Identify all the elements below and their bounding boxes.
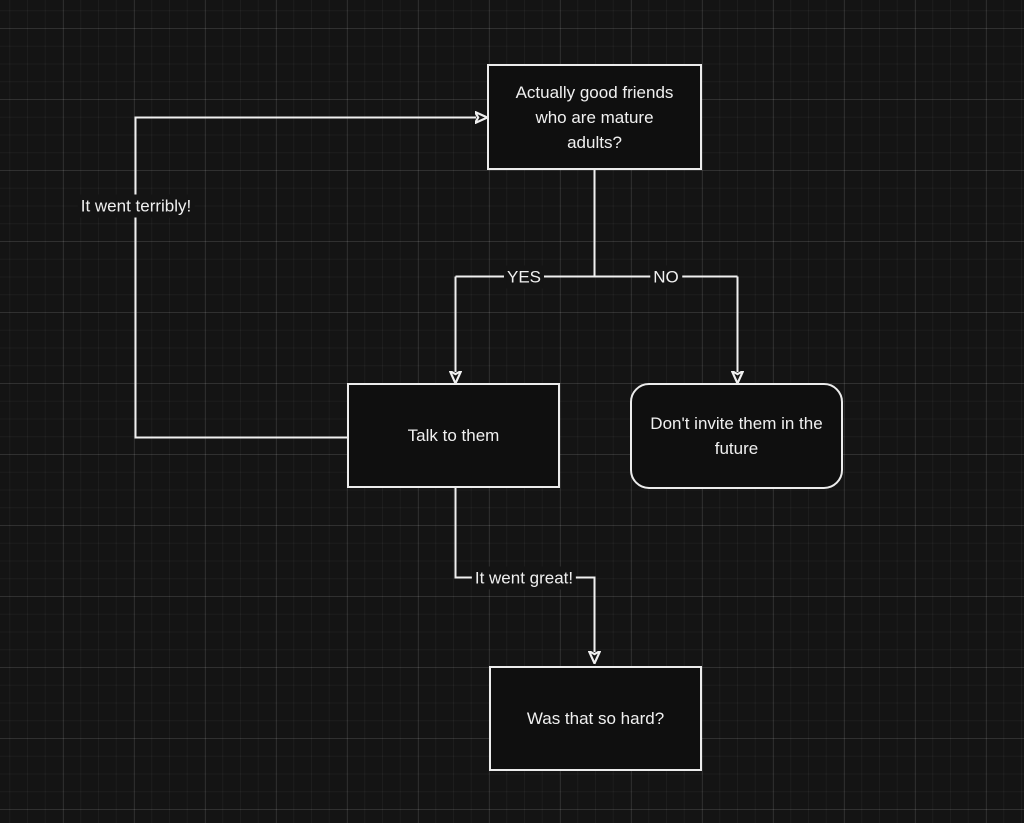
- edge-terribly-loop[interactable]: [134, 118, 477, 439]
- edge-label-went-great[interactable]: It went great!: [471, 566, 577, 590]
- node-talk-to-them[interactable]: Talk to them: [347, 383, 560, 488]
- node-dont-invite-label: Don't invite them in the future: [650, 414, 823, 458]
- node-dont-invite[interactable]: Don't invite them in the future: [630, 383, 843, 489]
- edge-question-branch[interactable]: [455, 170, 738, 278]
- node-question-label: Actually good friends who are mature adu…: [515, 82, 674, 152]
- edge-label-no[interactable]: NO: [650, 265, 682, 289]
- node-question[interactable]: Actually good friends who are mature adu…: [487, 64, 702, 170]
- edge-label-yes[interactable]: YES: [503, 265, 545, 289]
- node-was-that-so-hard[interactable]: Was that so hard?: [489, 666, 702, 771]
- node-talk-to-them-label: Talk to them: [407, 426, 500, 445]
- edge-label-went-terribly[interactable]: It went terribly!: [77, 194, 195, 218]
- node-was-that-so-hard-label: Was that so hard?: [526, 709, 665, 728]
